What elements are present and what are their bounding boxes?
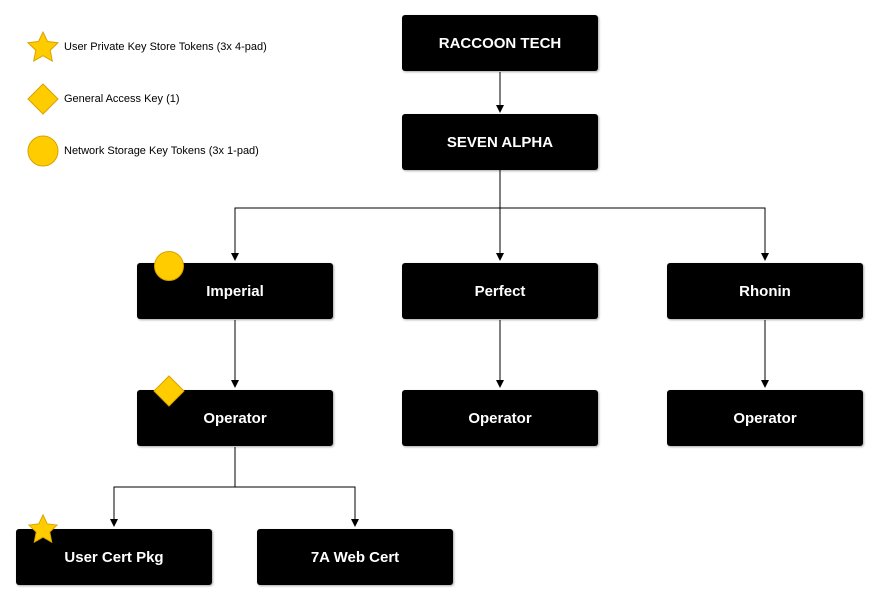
- node-rhonin-operator[interactable]: Operator: [667, 390, 863, 446]
- node-label: User Cert Pkg: [64, 548, 164, 566]
- node-rhonin[interactable]: Rhonin: [667, 263, 863, 319]
- star-icon: [27, 513, 59, 544]
- node-label: Operator: [468, 409, 532, 427]
- legend-item-user-private-key: User Private Key Store Tokens (3x 4-pad): [26, 30, 267, 64]
- diamond-icon: [27, 83, 59, 115]
- edge-seven-alpha-to-imperial: [231, 170, 501, 261]
- node-7a-web-cert[interactable]: 7A Web Cert: [257, 529, 453, 585]
- node-label: Operator: [733, 409, 797, 427]
- legend-label: Network Storage Key Tokens (3x 1-pad): [64, 145, 259, 157]
- edge-operator-to-web-cert: [235, 486, 359, 527]
- legend-item-network-storage-key: Network Storage Key Tokens (3x 1-pad): [26, 134, 259, 168]
- node-user-cert-pkg[interactable]: User Cert Pkg: [16, 529, 212, 585]
- legend-item-general-access-key: General Access Key (1): [26, 82, 180, 116]
- node-label: Rhonin: [739, 282, 791, 300]
- node-label: Imperial: [206, 282, 264, 300]
- node-seven-alpha[interactable]: SEVEN ALPHA: [402, 114, 598, 170]
- node-raccoon-tech[interactable]: RACCOON TECH: [402, 15, 598, 71]
- node-perfect[interactable]: Perfect: [402, 263, 598, 319]
- node-perfect-operator[interactable]: Operator: [402, 390, 598, 446]
- node-label: Operator: [203, 409, 267, 427]
- diamond-icon: [153, 375, 185, 407]
- legend-label: User Private Key Store Tokens (3x 4-pad): [64, 41, 267, 53]
- node-label: Perfect: [474, 282, 526, 300]
- circle-icon: [154, 251, 184, 281]
- legend-label: General Access Key (1): [64, 93, 180, 105]
- star-icon: [26, 30, 60, 62]
- edge-operator-to-user-cert-pkg: [110, 447, 236, 527]
- circle-icon: [27, 135, 59, 167]
- node-label: SEVEN ALPHA: [446, 133, 554, 151]
- edge-seven-alpha-to-rhonin: [500, 207, 769, 261]
- node-label: RACCOON TECH: [438, 34, 562, 52]
- node-label: 7A Web Cert: [310, 548, 400, 566]
